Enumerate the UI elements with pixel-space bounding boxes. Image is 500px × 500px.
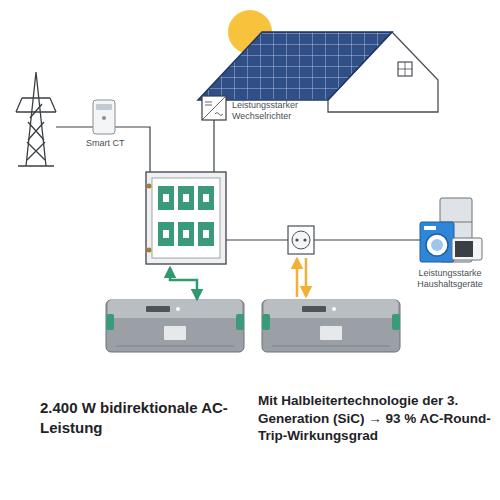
feature-caption: Mit Halbleitertechnologie der 3. Generat… (258, 392, 494, 445)
bidirectional-arrow (170, 268, 197, 299)
feature-caption: 2.400 W bidirektionale AC-Leistung (40, 398, 245, 437)
charge-arrow (296, 259, 299, 297)
wall-socket (288, 226, 314, 254)
device-label-node: Leistungsstarker Wechselrichter (232, 100, 322, 123)
solar-panels (198, 32, 392, 100)
battery-unit (106, 300, 244, 352)
inverter (202, 96, 226, 120)
distribution-panel (146, 172, 226, 264)
household-appliances (420, 198, 482, 262)
discharge-arrow (305, 258, 308, 296)
device-label-node: Leistungsstarke Haushaltsgeräte (408, 268, 492, 291)
device-label-node: Smart CT (86, 138, 146, 150)
house-window (398, 62, 412, 76)
device-label: Smart CT (86, 138, 146, 149)
device-label: Leistungsstarke Haushaltsgeräte (408, 268, 492, 291)
battery-unit (262, 300, 400, 352)
socket-wire (226, 239, 288, 240)
device-label: Leistungsstarker Wechselrichter (232, 100, 322, 123)
power-pylon (16, 72, 56, 166)
appliance-wire (314, 239, 420, 240)
smart-ct-device (93, 100, 115, 134)
